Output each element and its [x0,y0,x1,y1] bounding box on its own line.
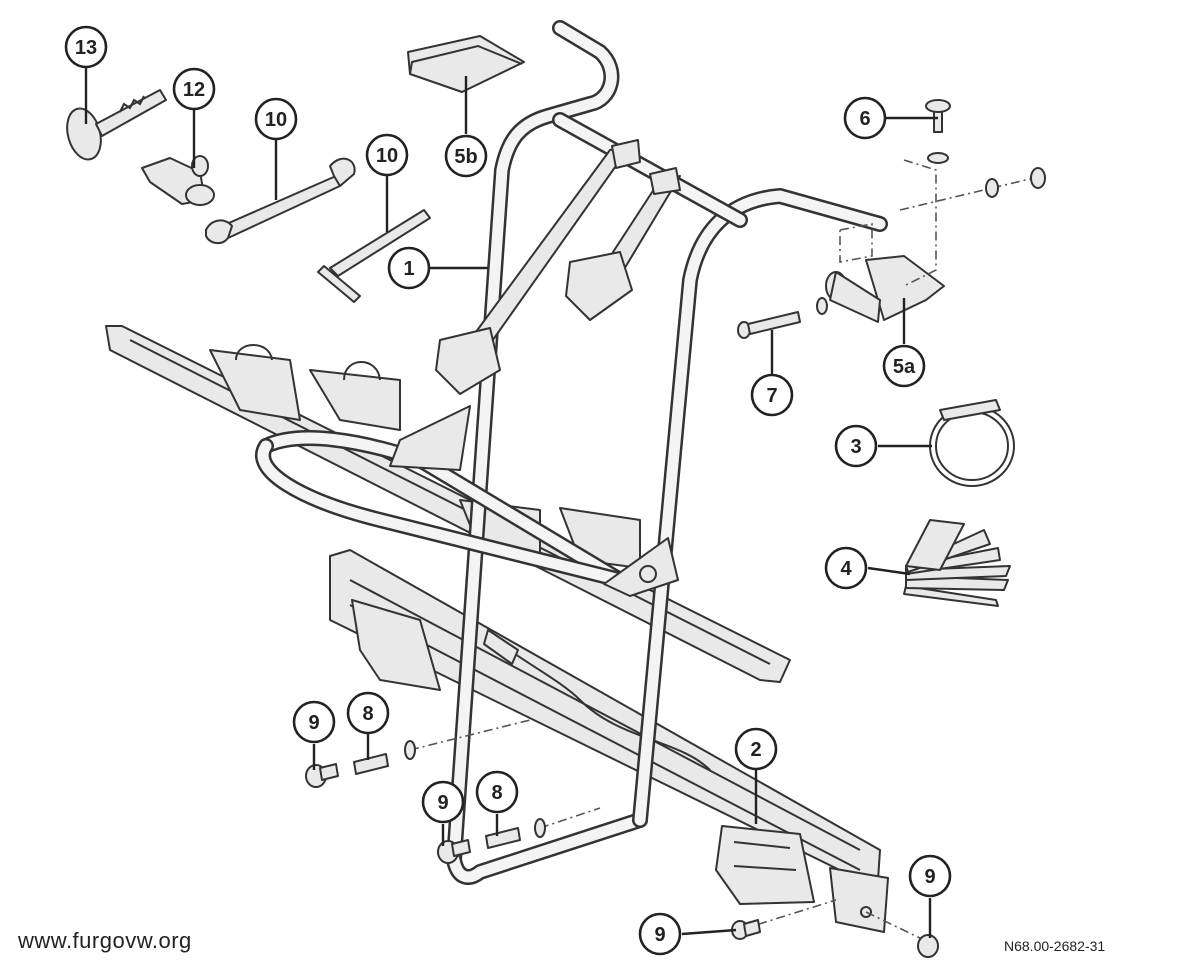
key-illustration [66,89,167,161]
callout-9-c-label: 9 [654,924,665,946]
base-rail-illustration [329,549,889,933]
callout-1-label: 1 [403,258,414,280]
callout-9-a: 9 [292,700,336,744]
watermark-text: www.furgovw.org [18,928,192,953]
callout-8-a: 8 [346,691,390,735]
callout-10-label: 10 [376,145,398,167]
callout-9-d-label: 9 [924,866,935,888]
callout-11: 10 [254,97,298,141]
wrench-illustration [205,157,356,244]
bolts-and-washers-illustration [305,719,939,958]
callout-9-a-label: 9 [308,712,319,734]
callout-9-c: 9 [638,912,682,956]
callout-7: 7 [750,373,794,417]
callout-2-label: 2 [750,739,761,761]
knob-bolt-illustration [141,155,215,206]
callout-12: 12 [172,67,216,111]
callout-3: 3 [834,424,878,468]
long-bolt-illustration [737,297,828,339]
callout-5a-label: 5a [893,356,916,378]
callout-1: 1 [387,246,431,290]
callout-11-label: 10 [265,109,287,131]
callout-4-label: 4 [840,558,852,580]
callout-5b-label: 5b [454,146,477,168]
callout-6: 6 [843,96,887,140]
callout-8-b-label: 8 [491,782,502,804]
end-cap-5b-illustration [407,35,525,93]
callout-13-label: 13 [75,37,97,59]
allen-key-illustration [317,209,431,303]
callout-3-label: 3 [850,436,861,458]
callout-7-label: 7 [766,385,777,407]
callout-5a: 5a [882,344,926,388]
callout-13: 13 [64,25,108,69]
callout-9-d: 9 [908,854,952,898]
callout-8-a-label: 8 [362,703,373,725]
callout-8-b: 8 [475,770,519,814]
main-frame-illustration [255,20,888,885]
callout-5b: 5b [444,134,488,178]
callout-10: 10 [365,133,409,177]
callout-6-label: 6 [859,108,870,130]
drawing-code-text: N68.00-2682-31 [1004,938,1106,954]
callout-9-b: 9 [421,780,465,824]
strap-illustration [929,399,1015,487]
callout-9-b-label: 9 [437,792,448,814]
leader-lines [84,68,938,938]
callout-12-label: 12 [183,79,205,101]
booklet-illustration [903,519,1011,607]
mounting-bracket-illustration [825,99,1046,323]
callout-2: 2 [734,727,778,771]
frame-holder-arms-illustration [389,139,681,597]
callout-4: 4 [824,546,868,590]
